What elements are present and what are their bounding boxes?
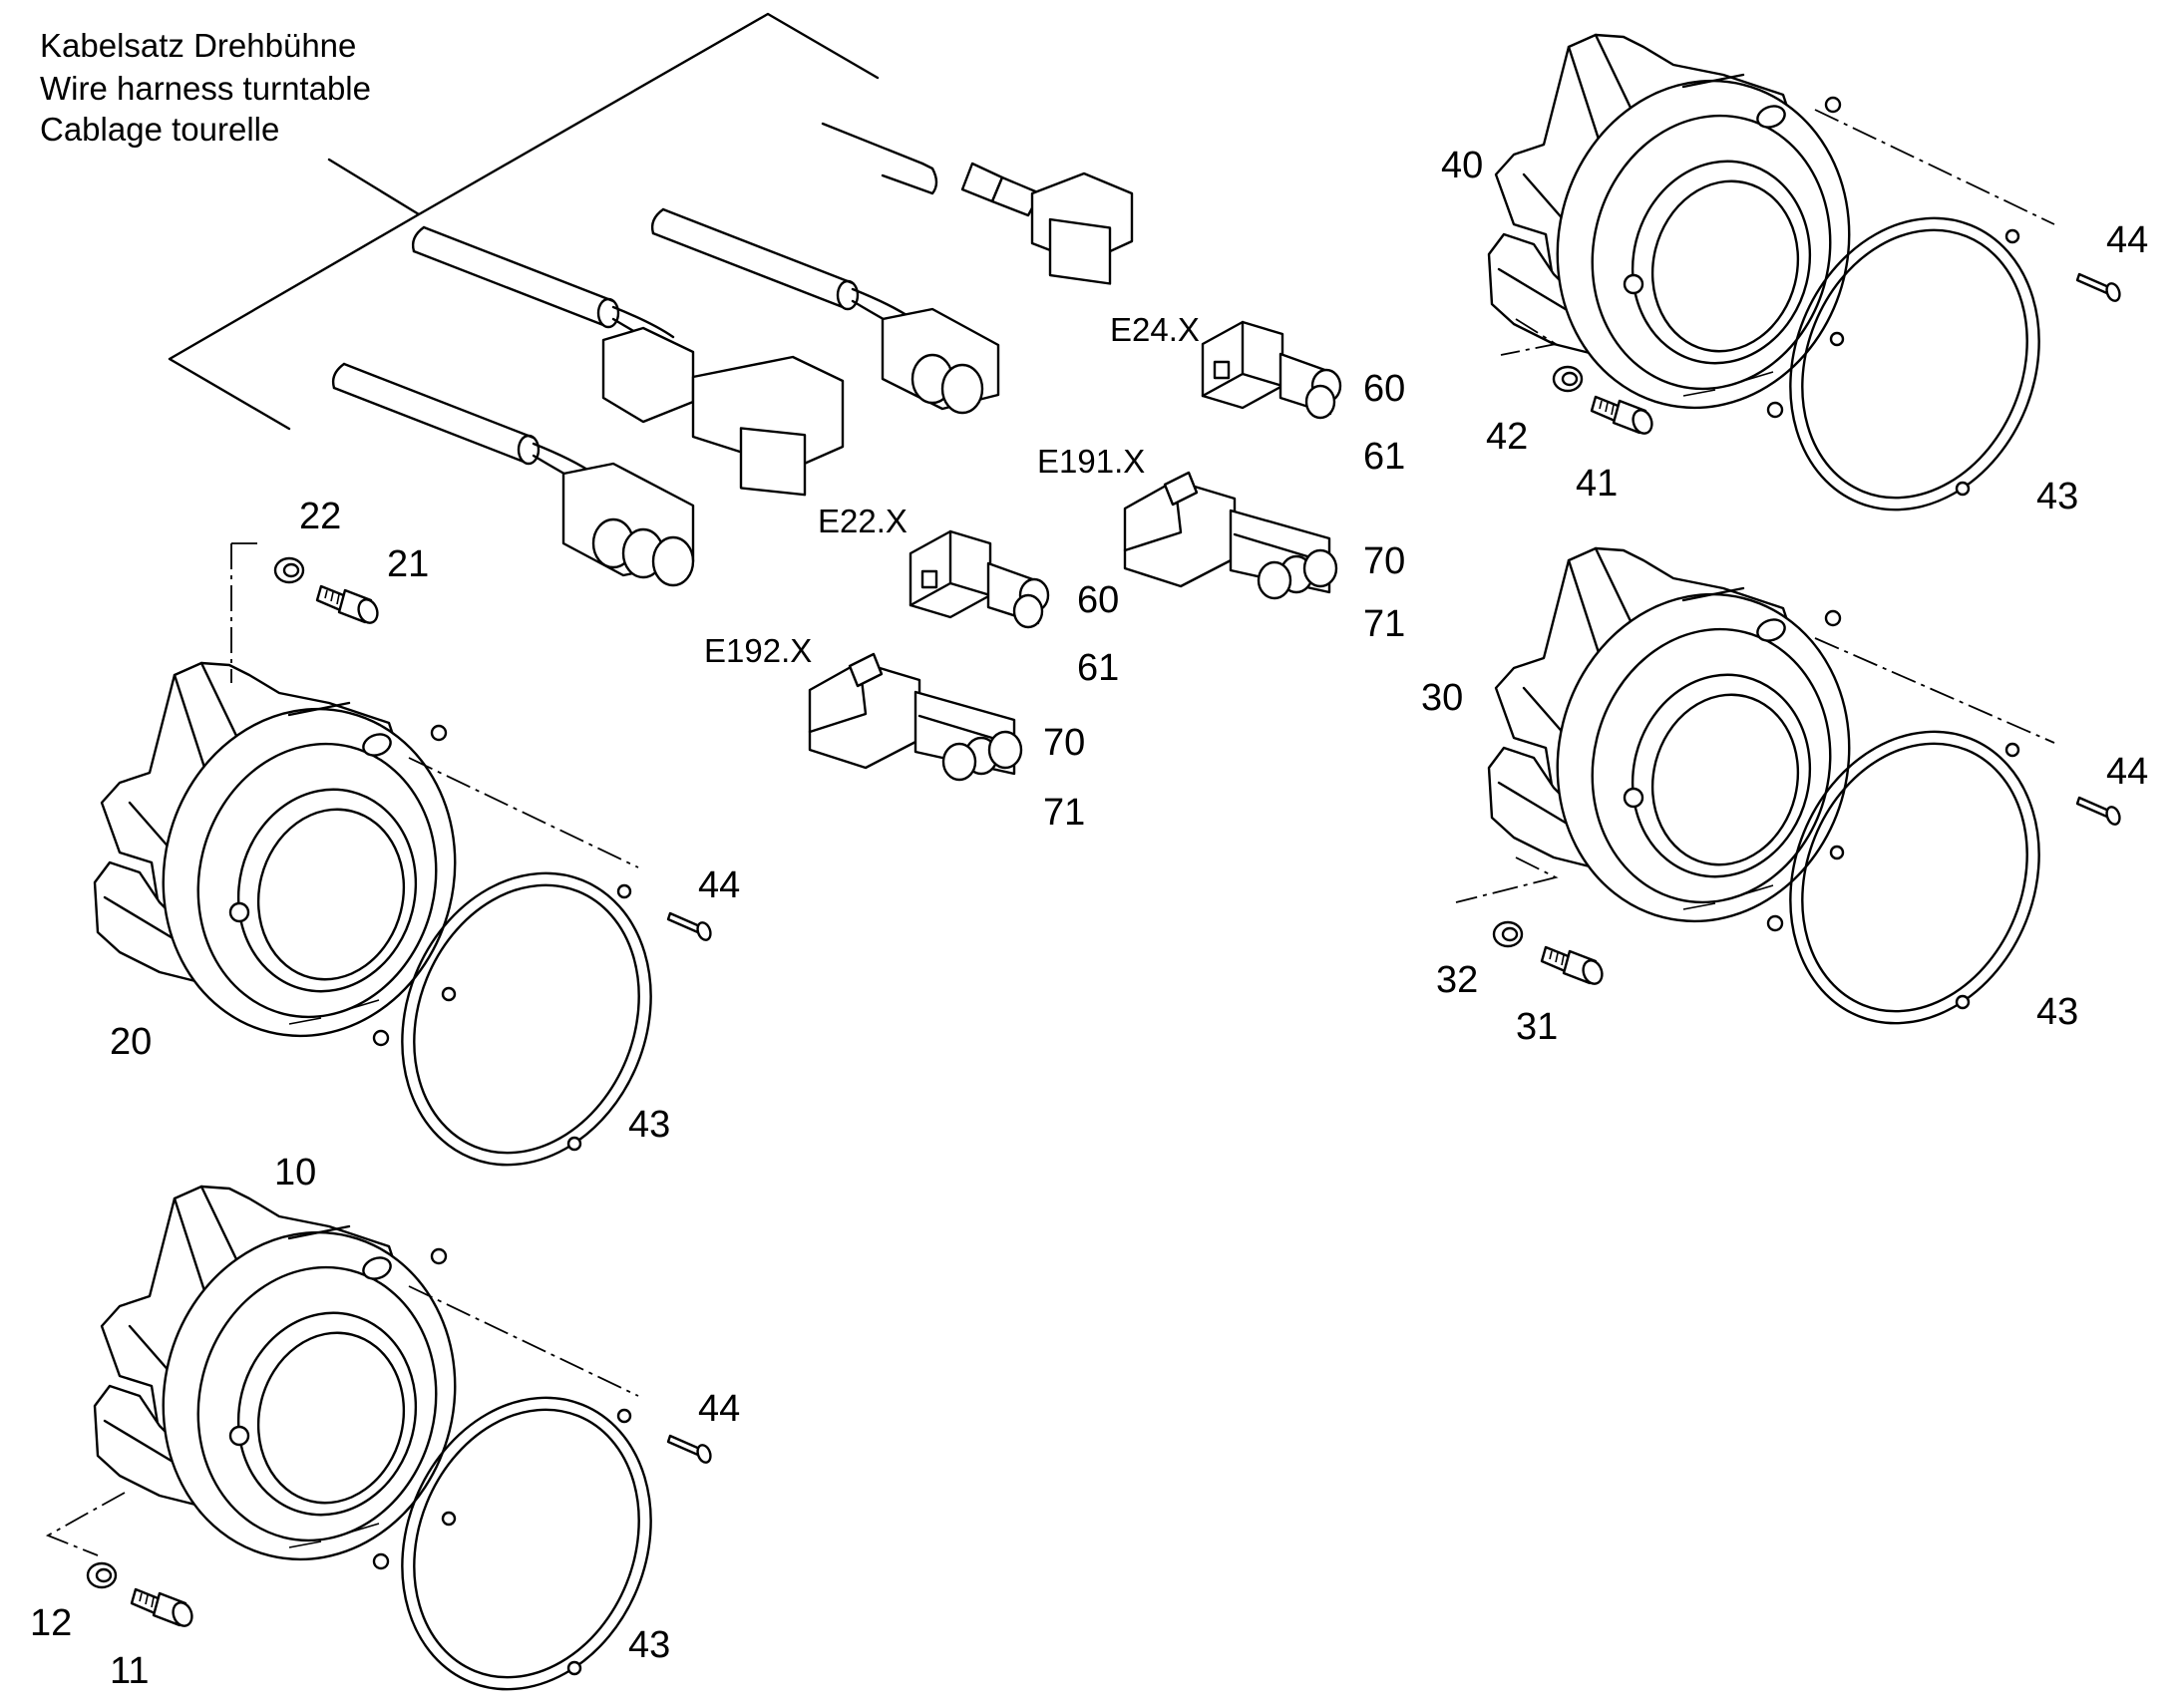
callout-41: 41 [1576,463,1618,505]
title-block: Kabelsatz Drehbühne Wire harness turntab… [40,27,371,148]
callout-60-lower: 60 [1077,579,1119,621]
title-line-german: Kabelsatz Drehbühne [40,27,356,64]
callout-40: 40 [1441,145,1483,186]
callout-32: 32 [1436,959,1478,1001]
callout-43-top-right: 43 [2036,476,2078,517]
title-line-english: Wire harness turntable [40,70,371,107]
callout-70-upper: 70 [1363,540,1405,582]
callout-44-mid-left: 44 [698,864,740,906]
connector-e22: E22.X 60 61 [818,503,1119,689]
callout-61-lower: 61 [1077,647,1119,689]
callout-71-lower: 71 [1043,792,1085,834]
lamp-assembly-10: 10 44 12 11 43 [30,1152,740,1708]
callout-43-bottom-left: 43 [628,1624,670,1666]
label-e22: E22.X [818,503,908,539]
callout-12: 12 [30,1602,72,1644]
callout-60-upper: 60 [1363,368,1405,410]
connector-e191: E191.X 70 71 [1037,443,1405,645]
harness-cable-1 [411,225,845,497]
callout-44-top-right: 44 [2106,219,2148,261]
connector-e192: E192.X 70 71 [704,632,1085,834]
harness-bracket [168,12,880,431]
callout-44-bottom-left: 44 [698,1388,740,1430]
title-line-french: Cablage tourelle [40,111,279,148]
connector-e24: E24.X 60 61 [1110,311,1405,478]
callout-44-mid-right: 44 [2106,751,2148,793]
callout-71-upper: 71 [1363,603,1405,645]
lamp-assembly-40: 40 44 42 41 43 [1441,33,2148,549]
lamp-assembly-20: 22 21 44 20 43 [93,496,740,1204]
harness-cable-2 [650,207,1000,415]
lamp-assembly-30: 30 44 32 31 43 [1421,546,2148,1063]
callout-43-mid-right: 43 [2036,991,2078,1033]
label-e192: E192.X [704,632,812,669]
callout-22: 22 [299,496,341,537]
callout-43-mid-left: 43 [628,1104,670,1146]
harness-cable-3 [331,362,695,587]
callout-70-lower: 70 [1043,722,1085,764]
label-e24: E24.X [1110,311,1200,348]
callout-20: 20 [110,1021,152,1063]
callout-11: 11 [110,1650,149,1692]
callout-21: 21 [387,543,429,585]
callout-31: 31 [1516,1006,1558,1048]
callout-30: 30 [1421,677,1463,719]
callout-61-upper: 61 [1363,436,1405,478]
callout-10: 10 [274,1152,316,1194]
harness-cables [331,122,1134,587]
callout-42: 42 [1486,416,1528,458]
label-e191: E191.X [1037,443,1145,480]
